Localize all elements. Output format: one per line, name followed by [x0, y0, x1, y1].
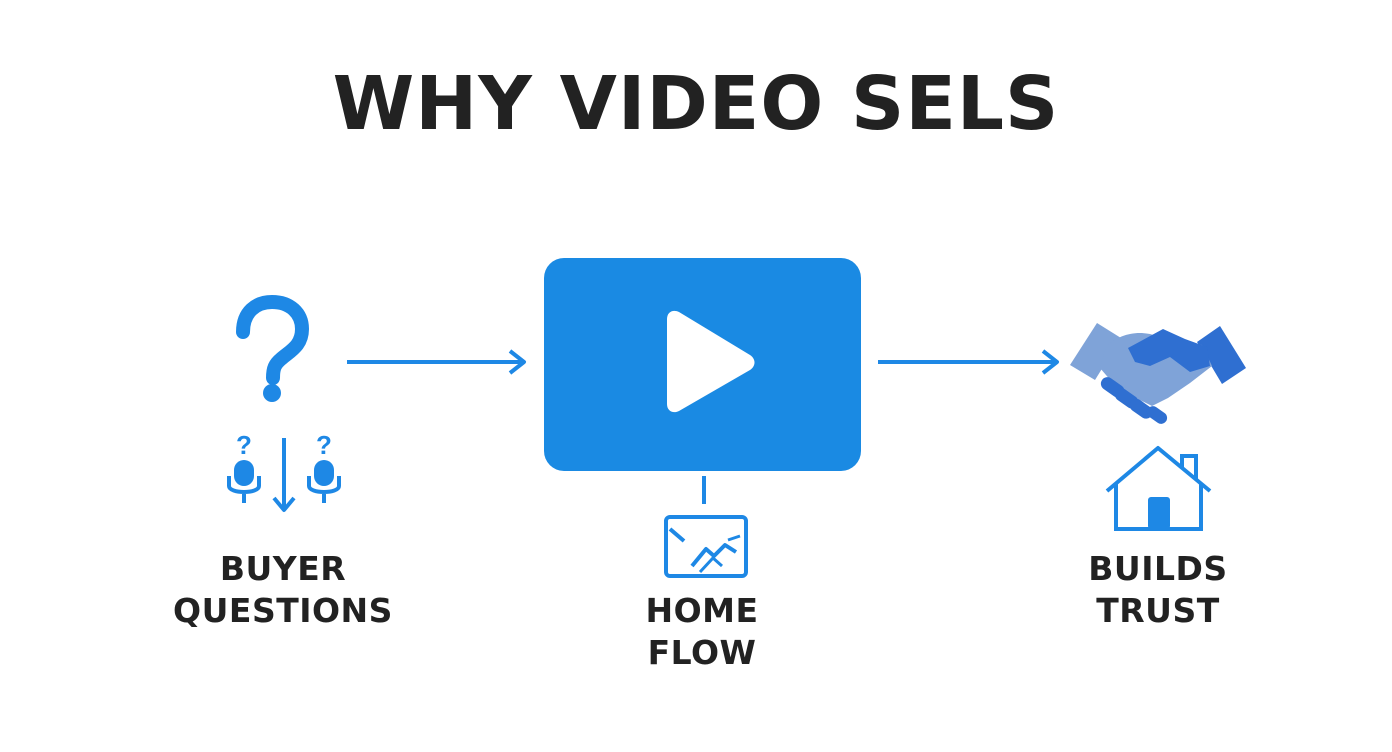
page-title: WHY VIDEO SELS	[332, 61, 1060, 147]
builds-trust-label: BUILDS TRUST	[1048, 548, 1268, 632]
arrow-to-trust	[878, 349, 1059, 375]
home-photo-icon	[664, 515, 748, 578]
play-icon	[667, 310, 755, 413]
builds-trust-line2: TRUST	[1096, 591, 1220, 630]
person-question-icon-left: ?	[227, 430, 261, 503]
down-arrow-icon	[272, 438, 296, 512]
person-question-icon-right: ?	[307, 430, 341, 503]
handshake-icon	[1070, 323, 1246, 424]
buyer-questions-line2: QUESTIONS	[173, 591, 393, 630]
home-flow-line1: HOME	[645, 591, 759, 630]
svg-text:?: ?	[236, 430, 252, 460]
house-icon	[1105, 446, 1212, 531]
arrow-to-video	[347, 349, 526, 375]
home-flow-line2: FLOW	[647, 633, 757, 672]
buyer-questions-line1: BUYER	[219, 549, 347, 588]
buyer-questions-label: BUYER QUESTIONS	[173, 548, 393, 632]
svg-text:?: ?	[316, 430, 332, 460]
home-flow-label: HOME FLOW	[592, 590, 812, 674]
builds-trust-line1: BUILDS	[1088, 549, 1228, 588]
video-player[interactable]	[544, 258, 861, 471]
question-mark-icon	[236, 294, 310, 402]
